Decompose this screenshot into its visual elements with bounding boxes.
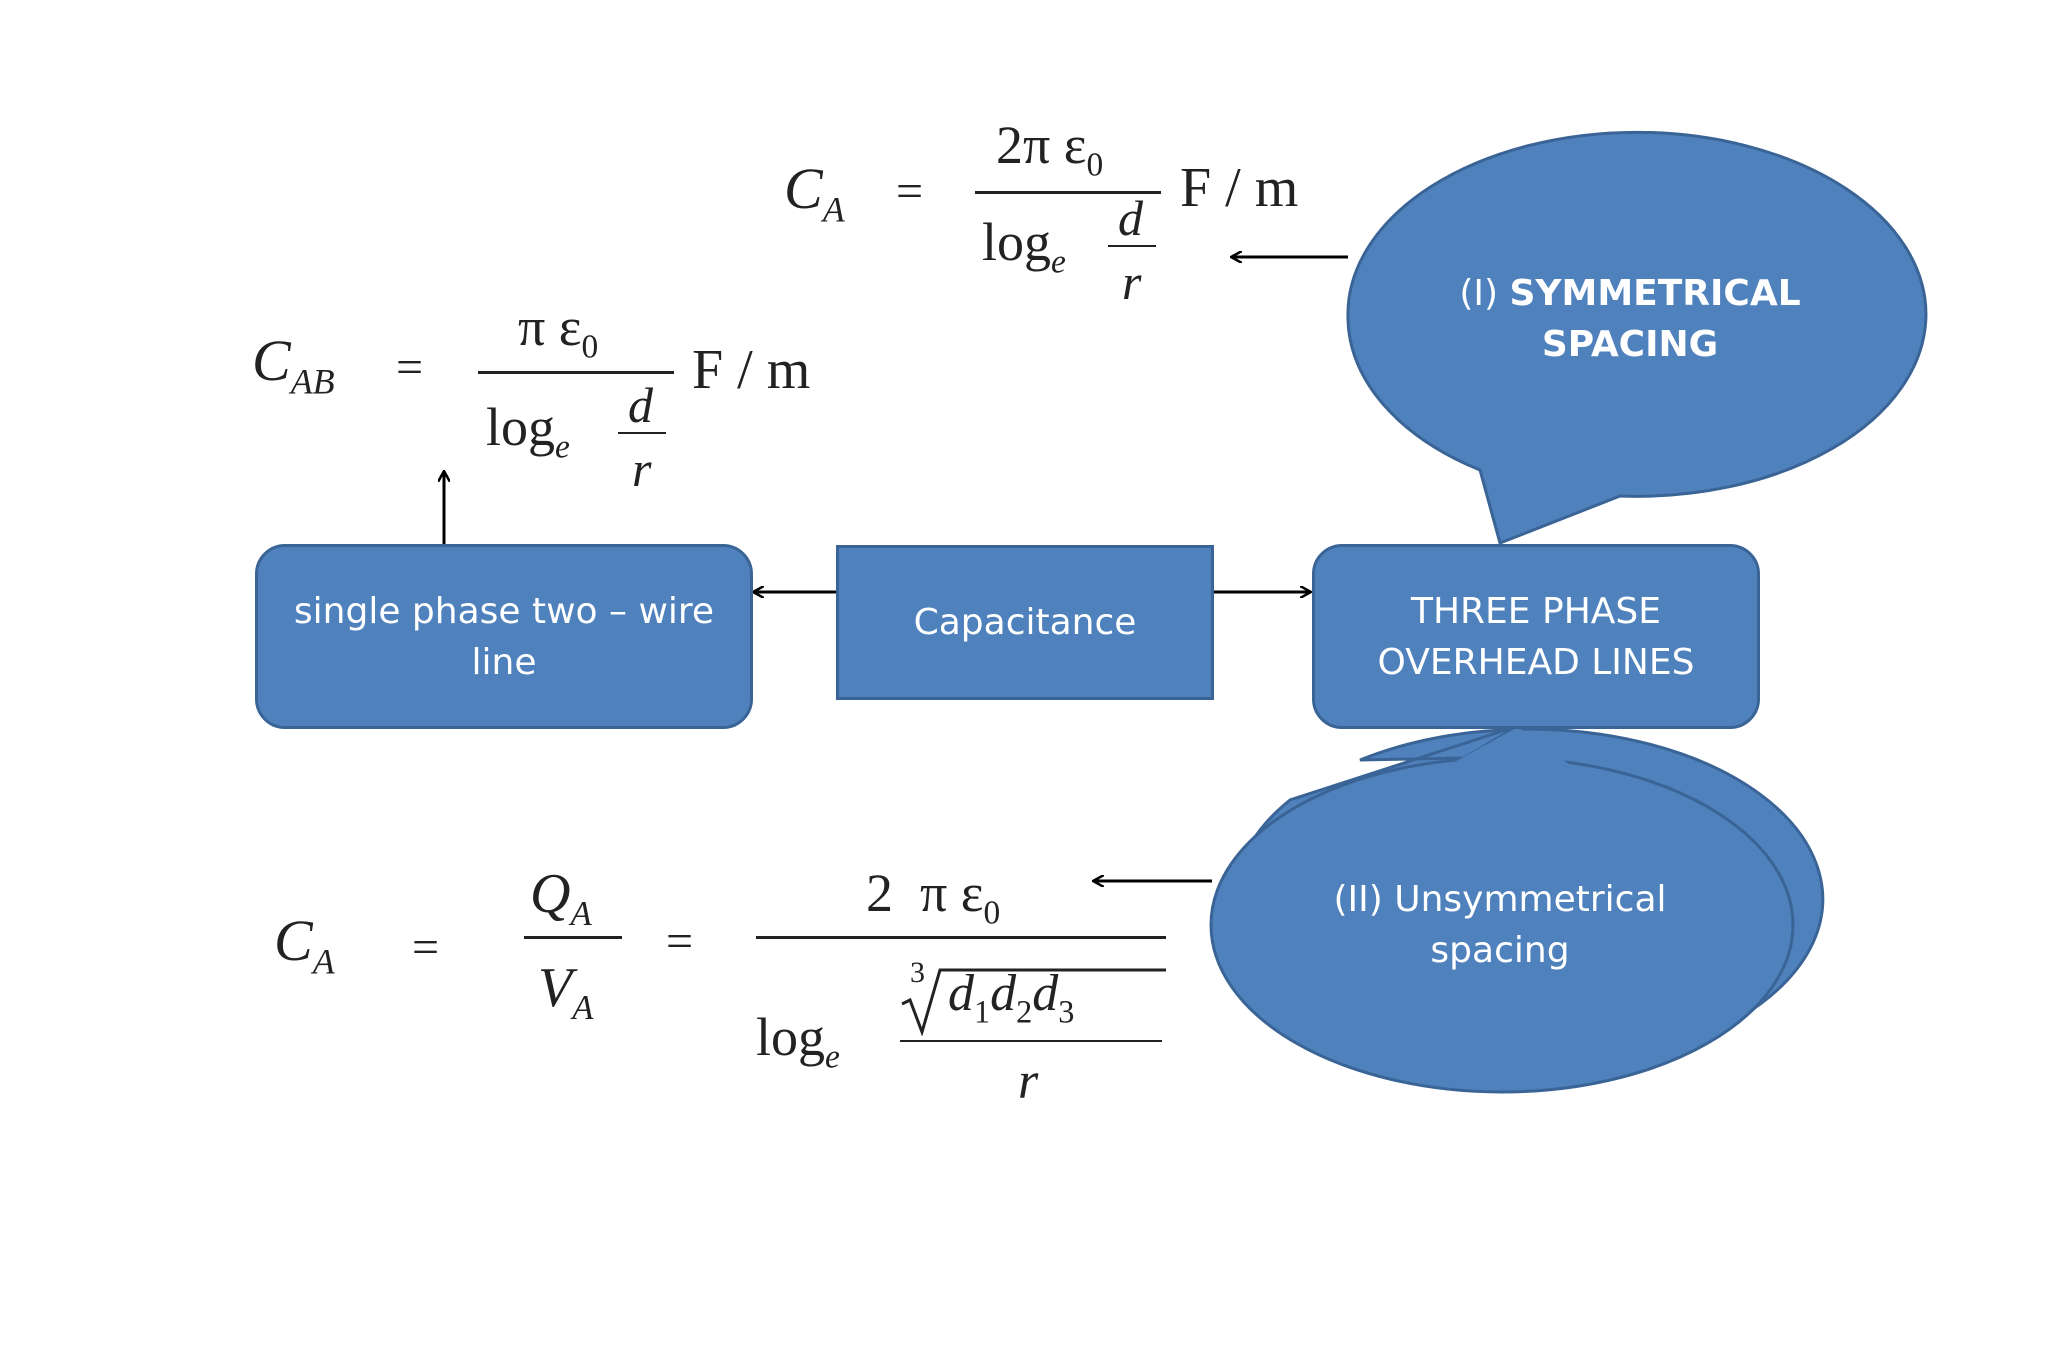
symmetrical-bold-2: SPACING	[1541, 324, 1719, 365]
us-v: VA	[538, 957, 594, 1028]
sym-fraction-bar	[975, 191, 1161, 194]
sym-numerator: 2π ε0	[996, 115, 1104, 184]
sp-unit: F / m	[692, 339, 811, 401]
us-inner-bar	[900, 1040, 1162, 1042]
us-root-sign	[901, 968, 1166, 1036]
symmetrical-prefix: (I)	[1459, 273, 1510, 314]
sym-d: d	[1118, 190, 1143, 246]
sym-r: r	[1122, 254, 1142, 310]
sym-inner-bar	[1108, 245, 1156, 247]
sym-lhs: CA	[784, 156, 845, 230]
us-denominator-log: loge	[756, 1007, 840, 1076]
single-phase-label-line2: line	[471, 641, 537, 683]
us-qv-bar	[524, 936, 622, 939]
three-phase-label-line1: THREE PHASE	[1410, 590, 1661, 632]
us-root-index: 3	[910, 956, 925, 989]
sym-unit: F / m	[1180, 157, 1299, 219]
sp-fraction-bar	[478, 371, 674, 374]
capacitance-label: Capacitance	[913, 602, 1137, 643]
us-equals-1: =	[412, 921, 440, 974]
us-q: QA	[530, 863, 592, 934]
single-phase-box: single phase two – wire line	[255, 544, 753, 729]
single-phase-label-line1: single phase two – wire	[293, 590, 715, 632]
us-fraction-bar	[756, 936, 1166, 939]
us-equals-2: =	[666, 915, 694, 968]
unsymmetrical-line-1: (II) Unsymmetrical	[1333, 879, 1667, 920]
sp-equals: =	[396, 341, 424, 394]
sp-inner-bar	[618, 432, 666, 434]
us-r: r	[1018, 1053, 1039, 1110]
us-radicand: d1d2d3	[948, 965, 1075, 1030]
symmetrical-callout-bubble	[1346, 130, 1928, 546]
unsymmetrical-line-2: spacing	[1430, 930, 1570, 971]
capacitance-box: Capacitance	[836, 545, 1214, 700]
us-lhs: CA	[274, 908, 335, 982]
symmetrical-callout-text: (I) SYMMETRICAL SPACING	[1400, 268, 1860, 370]
unsymmetrical-callout-text: (II) Unsymmetrical spacing	[1280, 874, 1720, 976]
sp-r: r	[632, 441, 652, 497]
sym-denominator-log: loge	[982, 212, 1066, 281]
us-numerator: 2 π ε0	[866, 863, 1001, 932]
sp-denominator-log: loge	[486, 397, 570, 466]
sp-d: d	[628, 377, 653, 433]
symmetrical-bold-1: SYMMETRICAL	[1509, 273, 1801, 314]
sp-lhs: CAB	[252, 328, 335, 402]
unsymmetrical-callout-tail	[1440, 727, 1570, 770]
three-phase-label-line2: OVERHEAD LINES	[1377, 641, 1695, 683]
sym-equals: =	[896, 165, 924, 218]
three-phase-box: THREE PHASE OVERHEAD LINES	[1312, 544, 1760, 729]
sp-numerator: π ε0	[518, 297, 599, 366]
